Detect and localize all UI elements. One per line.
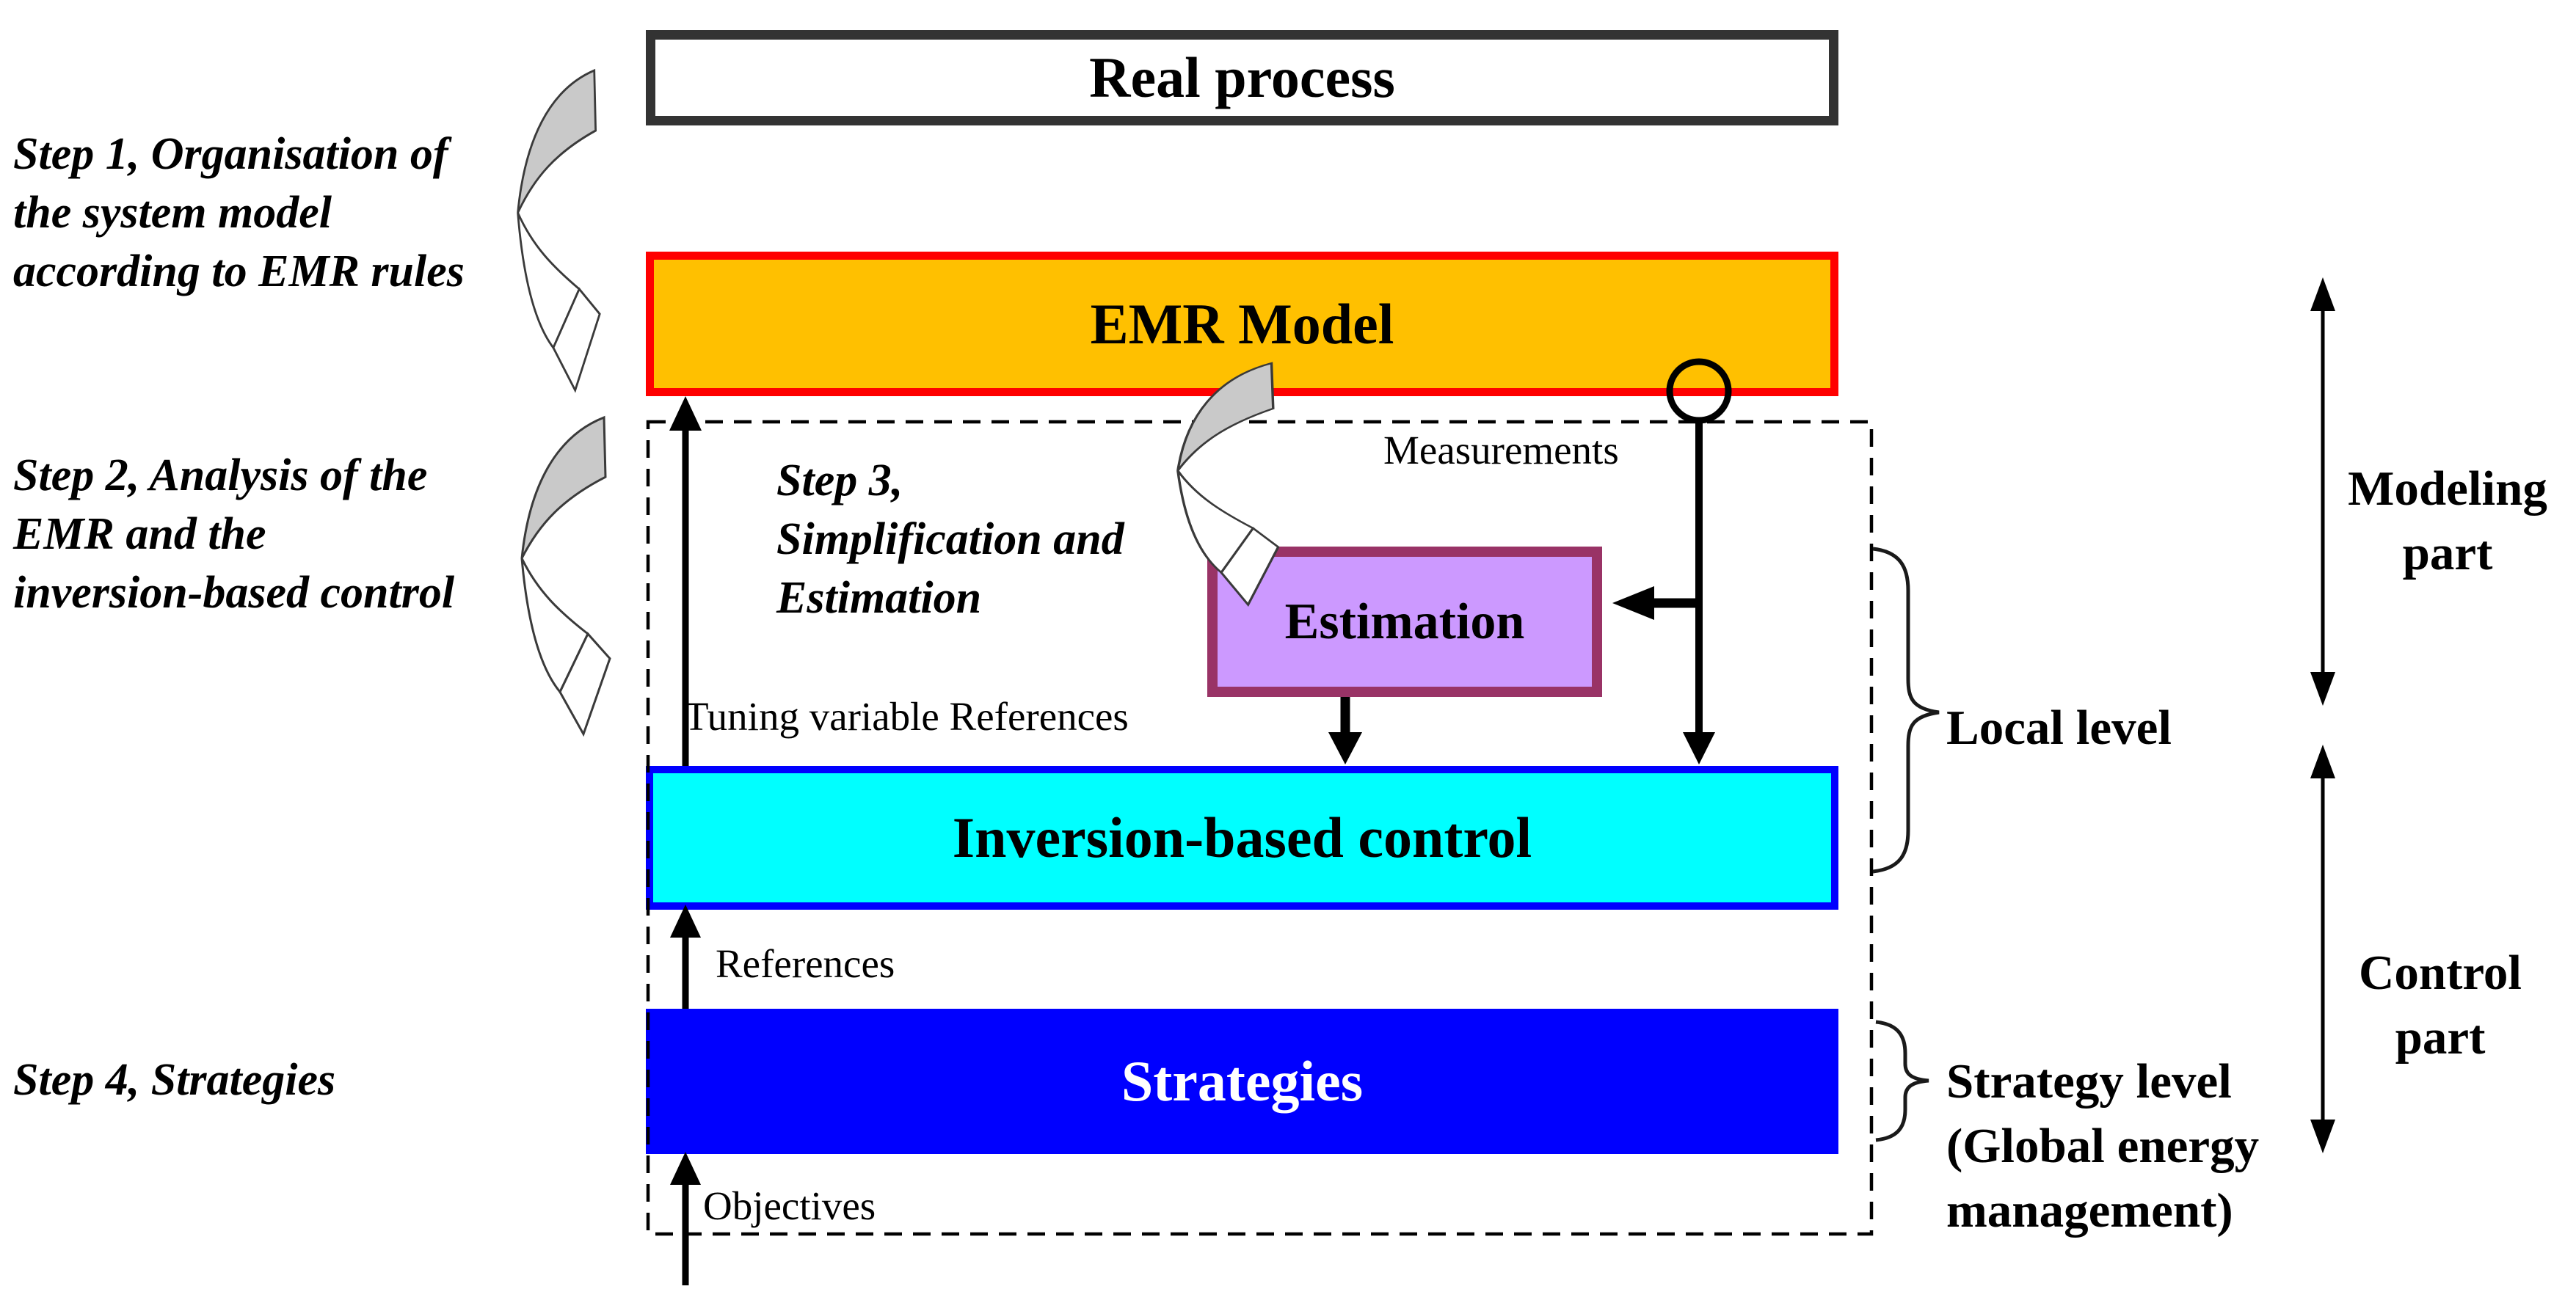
control-part-line1: Control bbox=[2358, 946, 2522, 1000]
step2-curved-arrow bbox=[520, 416, 611, 736]
measurements-label: Measurements bbox=[1383, 428, 1619, 472]
measurements-to-estimation-arrow bbox=[1612, 586, 1699, 620]
local-level-brace bbox=[1872, 547, 1940, 874]
step3-curved-arrow bbox=[1176, 362, 1280, 606]
estimation-down-arrow bbox=[1328, 697, 1362, 764]
step2-line3: inversion-based control bbox=[13, 568, 455, 618]
step3-line3: Estimation bbox=[776, 573, 982, 623]
strategy-level-label: Strategy level (Global energy management… bbox=[1946, 1049, 2259, 1243]
strategy-level-line3: management) bbox=[1946, 1183, 2233, 1238]
control-part-line2: part bbox=[2395, 1010, 2486, 1065]
step4-annotation: Step 4, Strategies bbox=[13, 1051, 335, 1109]
estimation-label: Estimation bbox=[1284, 593, 1525, 650]
step4-line1: Step 4, Strategies bbox=[13, 1055, 336, 1105]
modeling-part-double-arrow bbox=[2310, 277, 2335, 706]
step3-line2: Simplification and bbox=[776, 514, 1124, 564]
step2-line2: EMR and the bbox=[13, 509, 266, 559]
control-part-double-arrow bbox=[2310, 745, 2335, 1153]
real-process-box: Real process bbox=[646, 30, 1838, 125]
strategy-level-line1: Strategy level bbox=[1946, 1054, 2232, 1109]
step1-curved-arrow bbox=[517, 69, 601, 392]
modeling-part-line1: Modeling bbox=[2348, 461, 2547, 516]
strategies-box: Strategies bbox=[646, 1009, 1838, 1154]
step1-line3: according to EMR rules bbox=[13, 247, 465, 296]
step2-line1: Step 2, Analysis of the bbox=[13, 450, 428, 500]
inversion-based-control-label: Inversion-based control bbox=[952, 806, 1532, 869]
objectives-label: Objectives bbox=[703, 1183, 876, 1228]
inversion-based-control-box: Inversion-based control bbox=[646, 766, 1838, 910]
real-process-label: Real process bbox=[1089, 45, 1395, 109]
measurement-junction-circle bbox=[1666, 358, 1732, 424]
emr-model-label: EMR Model bbox=[1090, 291, 1394, 356]
local-level-label: Local level bbox=[1946, 701, 2172, 755]
estimation-box: Estimation bbox=[1207, 547, 1602, 697]
strategies-label: Strategies bbox=[1121, 1049, 1364, 1113]
strategy-level-line2: (Global energy bbox=[1946, 1119, 2260, 1173]
tuning-variable-references-label: Tuning variable References bbox=[684, 694, 1129, 739]
step1-line2: the system model bbox=[13, 188, 332, 238]
step3-annotation: Step 3, Simplification and Estimation bbox=[776, 451, 1124, 627]
objectives-up-arrow bbox=[670, 1152, 701, 1285]
strategy-level-brace bbox=[1875, 1020, 1929, 1142]
step1-line1: Step 1, Organisation of bbox=[13, 129, 448, 179]
references-label: References bbox=[716, 941, 895, 986]
references-up-arrow bbox=[670, 905, 701, 1009]
modeling-part-label: Modeling part bbox=[2319, 456, 2576, 585]
control-part-label: Control part bbox=[2312, 941, 2569, 1070]
modeling-part-line2: part bbox=[2402, 526, 2493, 580]
tuning-up-arrow bbox=[669, 396, 702, 766]
dashed-frame bbox=[646, 420, 1874, 1236]
step2-annotation: Step 2, Analysis of the EMR and the inve… bbox=[13, 446, 454, 622]
step1-annotation: Step 1, Organisation of the system model… bbox=[13, 125, 465, 301]
step3-line1: Step 3, bbox=[776, 456, 903, 505]
measurements-down-arrow bbox=[1683, 420, 1715, 764]
